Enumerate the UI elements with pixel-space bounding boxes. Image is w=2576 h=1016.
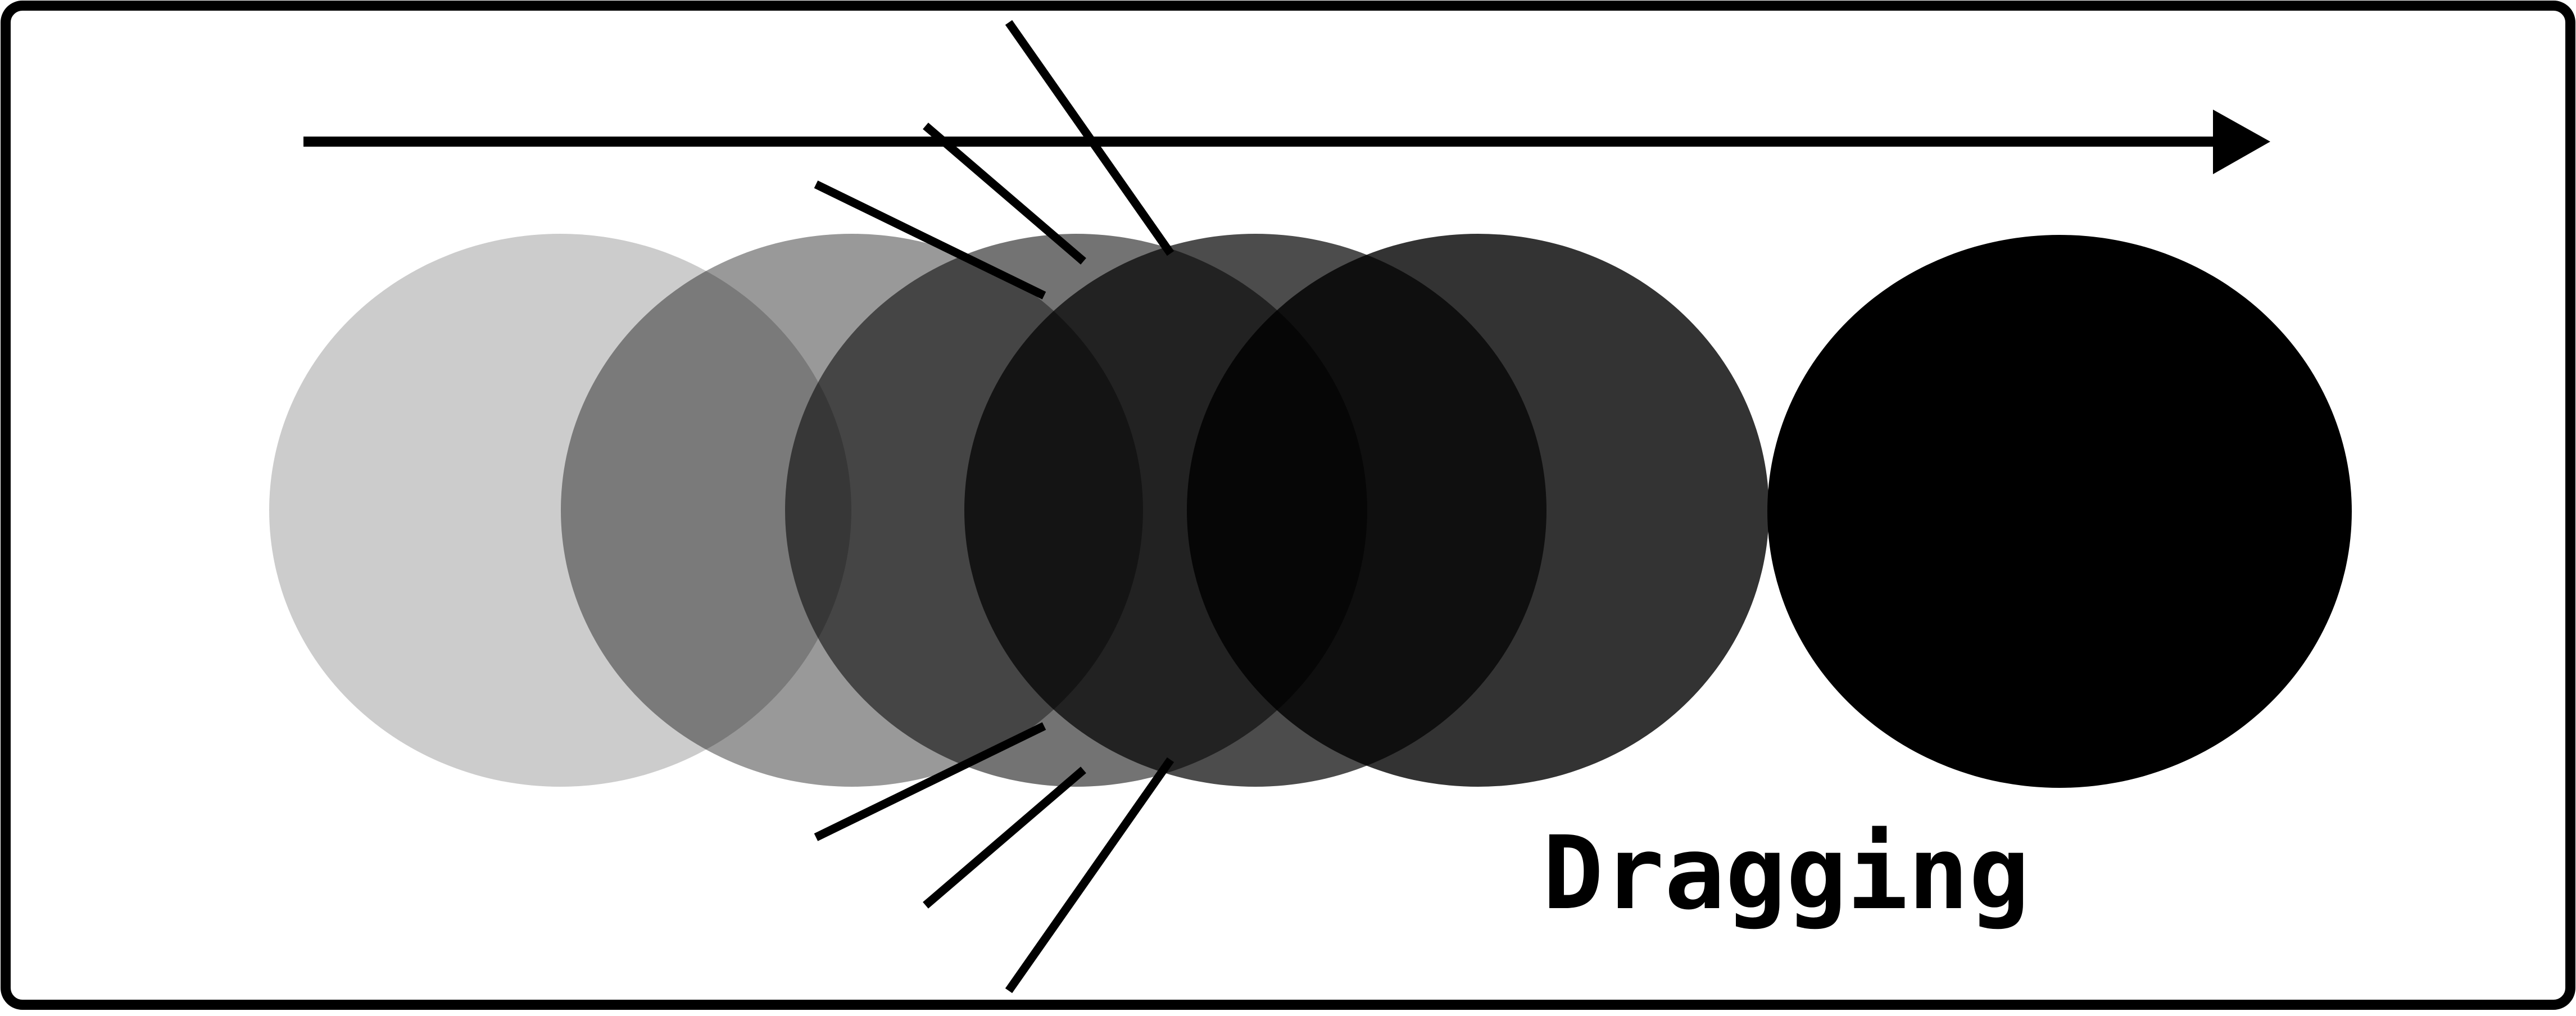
right-arrow-icon [303, 110, 2270, 174]
speed-line-bottom-2 [923, 766, 1086, 909]
speed-line-bottom-3 [1005, 757, 1174, 994]
speed-line-top-3 [1005, 20, 1174, 256]
dragged-circle [1767, 235, 2352, 788]
speed-line-top-1 [814, 180, 1046, 300]
ghost-trail [269, 234, 1769, 787]
speed-line-bottom-1 [814, 722, 1046, 841]
speed-line-top-2 [923, 123, 1086, 265]
dragging-label: Dragging [1543, 815, 2030, 932]
ghost-circle-1 [269, 234, 851, 787]
ghost-circle-5 [1187, 234, 1769, 787]
motion-lines-icon [814, 20, 1174, 994]
arrow-head [2213, 110, 2270, 174]
